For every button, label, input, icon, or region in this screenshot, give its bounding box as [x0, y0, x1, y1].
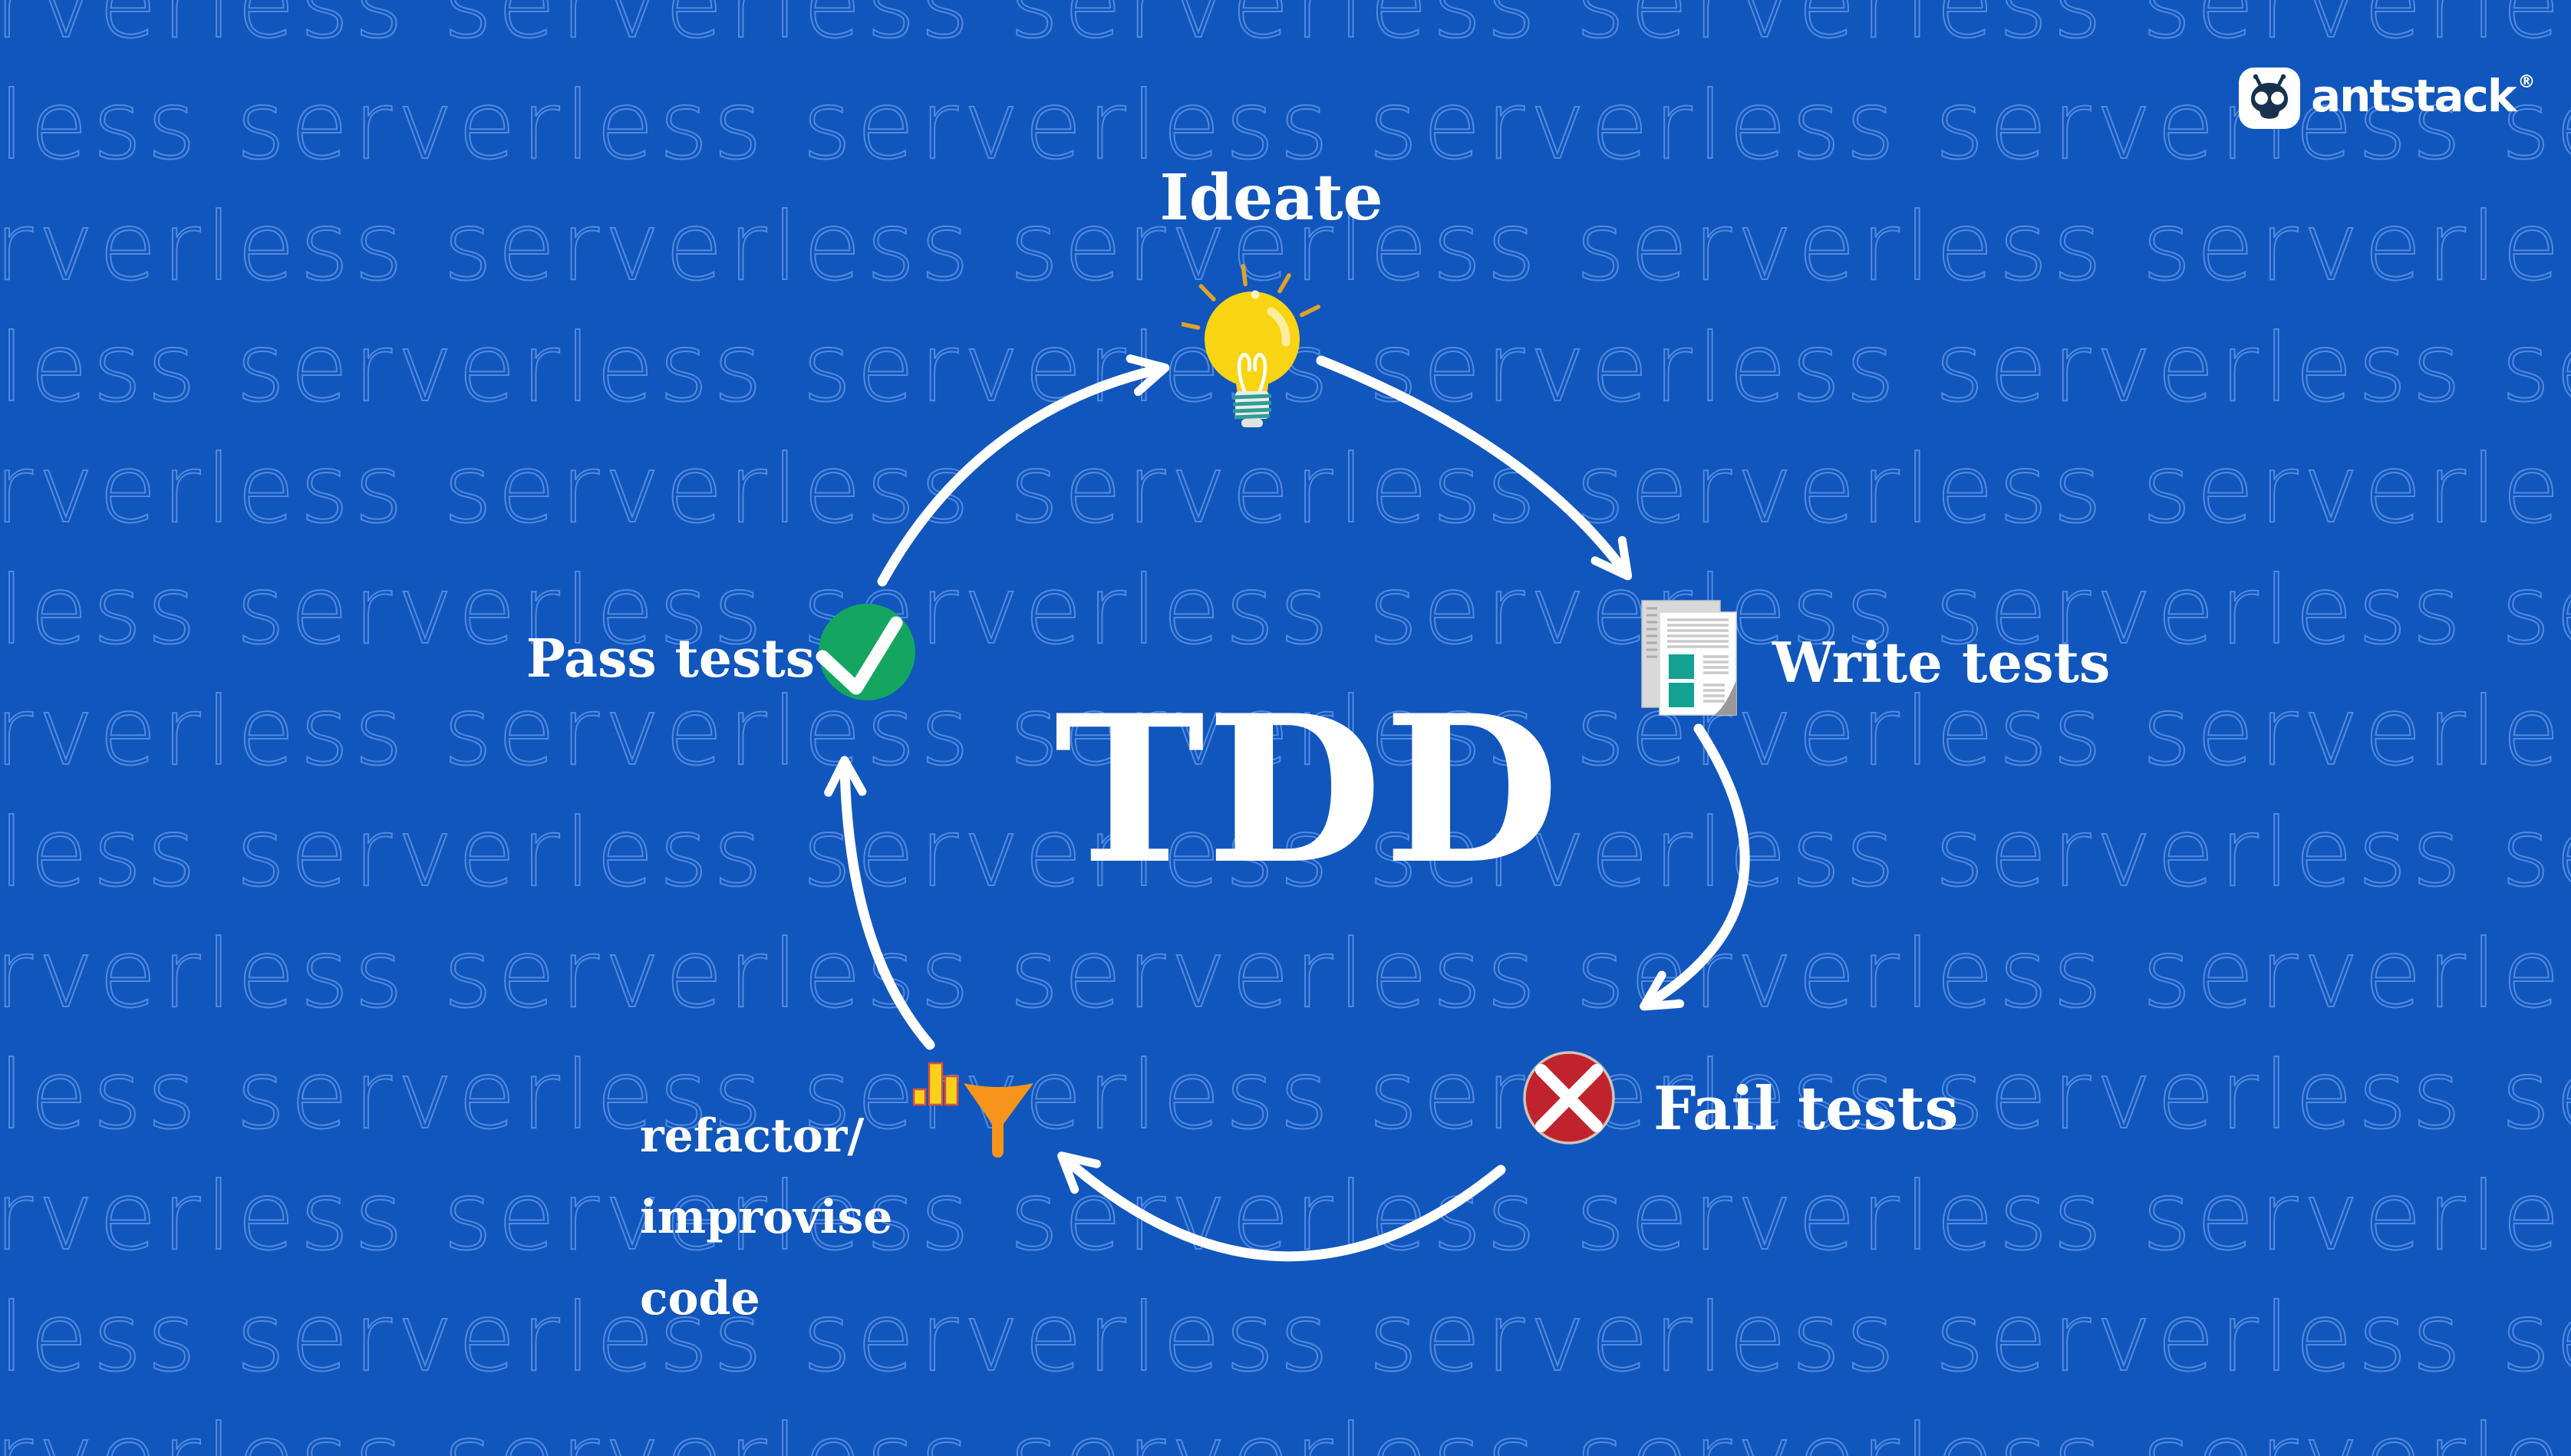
watermark-row: serverless serverless serverless serverl…: [0, 677, 2571, 786]
ant-icon: [2239, 68, 2300, 129]
watermark-row: serverless serverless serverless serverl…: [0, 435, 2571, 544]
brand-logo: antstack®: [2239, 68, 2536, 129]
label-fail-tests: Fail tests: [1653, 1074, 1959, 1144]
funnel-glyph: [964, 1083, 1033, 1158]
arrow-fail-to-refactor: [1057, 1151, 1506, 1262]
watermark-row: serverless serverless serverless serverl…: [0, 1041, 2571, 1150]
label-pass-tests: Pass tests: [526, 628, 815, 690]
funnel-chart-icon: [912, 1062, 1033, 1158]
doc-text-lines: [1667, 618, 1729, 703]
watermark-row: serverless serverless serverless serverl…: [0, 1283, 2571, 1392]
registered-mark: ®: [2517, 72, 2536, 92]
watermark-row: serverless serverless serverless serverl…: [0, 0, 2571, 59]
watermark-row: serverless serverless serverless serverl…: [0, 1412, 2571, 1456]
watermark-row: serverless serverless serverless serverl…: [0, 556, 2571, 665]
label-write-tests: Write tests: [1772, 630, 2111, 695]
doc-teal-block: [1669, 654, 1694, 679]
test-document-icon: [1641, 600, 1737, 716]
cross-circle-icon: [1523, 1051, 1615, 1145]
arrow-ideate-to-write: [1316, 355, 1633, 581]
bulb-base: [1232, 391, 1272, 427]
watermark-row: serverless serverless serverless serverl…: [0, 799, 2571, 908]
center-title: TDD: [1054, 671, 1561, 909]
lightbulb-icon: [1182, 263, 1321, 427]
label-ideate: Ideate: [1159, 161, 1383, 235]
arrow-write-to-fail: [1640, 723, 1750, 1011]
label-refactor-line3: code: [640, 1272, 760, 1326]
doc-back-hatch: [1646, 607, 1657, 658]
bulb-filament: [1237, 353, 1267, 394]
cross-mark: [1535, 1064, 1603, 1132]
bulb-highlight: [1267, 307, 1290, 347]
bar-chart-glyph: [912, 1062, 959, 1106]
brand-name: antstack: [2311, 70, 2517, 122]
watermark-row: serverless serverless serverless serverl…: [0, 920, 2571, 1029]
doc-teal-block: [1669, 683, 1694, 707]
label-refactor-line2: improvise: [640, 1191, 893, 1244]
doc-folded-corner: [1714, 680, 1736, 715]
check-mark: [816, 616, 903, 695]
check-circle-icon: [816, 604, 915, 700]
watermark-row: serverless serverless serverless serverl…: [0, 71, 2571, 180]
label-refactor-line1: refactor/: [640, 1109, 865, 1163]
lightbulb-rays: [1182, 263, 1321, 330]
watermark-row: serverless serverless serverless serverl…: [0, 1162, 2571, 1271]
arrow-pass-to-ideate: [877, 354, 1170, 587]
arrow-refactor-to-pass: [824, 756, 935, 1050]
label-refactor: refactor/ improvise code: [640, 1095, 892, 1339]
